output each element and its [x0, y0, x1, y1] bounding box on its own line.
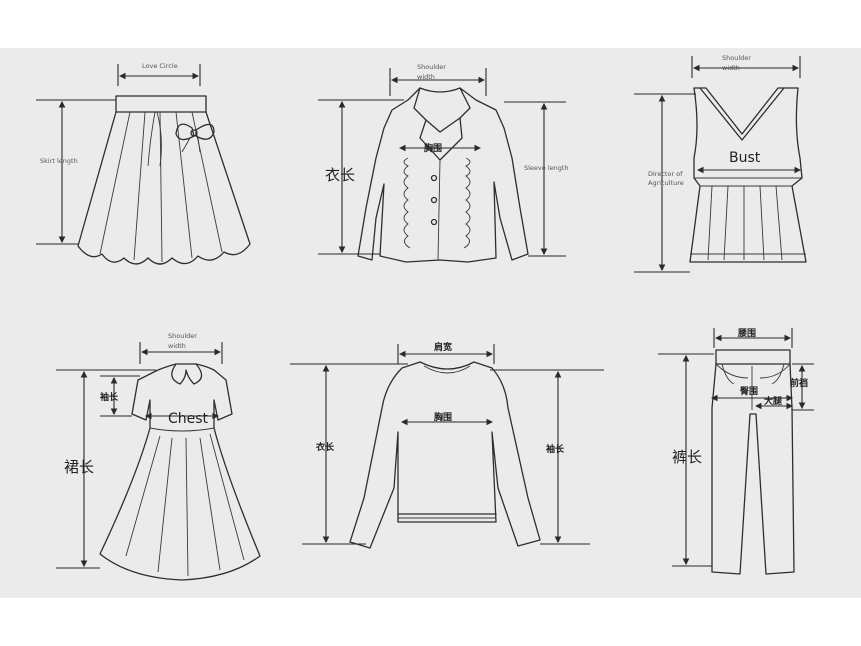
- dress-chest-label: Chest: [168, 411, 209, 427]
- skirt-length-dimension: Skirt length: [36, 99, 116, 245]
- dress-sleeve-dimension: 袖长: [99, 375, 140, 417]
- vest-shoulder-label-1: Shoulder: [722, 54, 751, 62]
- jacket-shoulder-label-2: width: [417, 73, 435, 81]
- dress-sleeve-label: 袖长: [99, 391, 119, 403]
- pants-illustration: [711, 349, 795, 575]
- jacket-chest-dimension: 胸围: [398, 142, 482, 154]
- sweater-sleeve-label: 袖长: [545, 443, 565, 455]
- vest-length-label-2: Agriculture: [648, 179, 684, 187]
- jacket-length-dimension: 衣长: [318, 99, 404, 255]
- sweater-chest-label: 胸围: [434, 411, 452, 423]
- dress-illustration: [99, 363, 261, 581]
- skirt-waist-dimension: Love Circle: [117, 62, 201, 86]
- jacket-length-label: 衣长: [325, 166, 355, 184]
- sweater-shoulder-label: 肩宽: [433, 341, 452, 353]
- vest-bust-label: Bust: [729, 150, 761, 166]
- pants-front-rise-dimension: 前裆: [790, 363, 814, 411]
- pants-length-dimension: 裤长: [658, 353, 714, 567]
- vest-length-dimension: Director of Agriculture: [634, 93, 696, 273]
- pants-hip-label: 臀围: [740, 386, 758, 397]
- sweater-length-label: 衣长: [316, 441, 335, 453]
- vest-shoulder-label-2: width: [722, 64, 740, 72]
- vest-shoulder-dimension: Shoulder width: [691, 54, 801, 78]
- pants-waist-label: 腰围: [737, 328, 756, 339]
- dress-shoulder-label-2: width: [168, 342, 186, 350]
- skirt-waist-label: Love Circle: [142, 62, 178, 70]
- pants-waist-dimension: 腰围: [713, 328, 793, 348]
- skirt-length-label: Skirt length: [40, 157, 78, 165]
- jacket-illustration: [357, 87, 529, 263]
- skirt-illustration: [77, 95, 251, 265]
- sweater-sleeve-dimension: 袖长: [490, 369, 604, 545]
- pants-length-label: 裤长: [672, 448, 702, 466]
- vest-bust-dimension: Bust: [696, 150, 802, 174]
- pants-front-rise-label: 前裆: [790, 377, 808, 389]
- jacket-shoulder-label-1: Shoulder: [417, 63, 446, 71]
- dress-shoulder-dimension: Shoulder width: [139, 332, 223, 364]
- sweater-chest-dimension: 胸围: [400, 411, 494, 426]
- sweater-length-dimension: 衣长: [290, 363, 408, 545]
- size-chart-panel: Love Circle Skirt length Shoulder width …: [0, 48, 861, 598]
- dress-shoulder-label-1: Shoulder: [168, 332, 197, 340]
- pants-thigh-label: 大腿: [764, 395, 783, 407]
- dress-chest-dimension: Chest: [144, 411, 220, 427]
- sweater-shoulder-dimension: 肩宽: [397, 341, 495, 364]
- pants-thigh-dimension: 大腿: [754, 395, 794, 410]
- sweater-illustration: [349, 361, 541, 549]
- dress-length-label: 裙长: [64, 458, 94, 476]
- jacket-shoulder-dimension: Shoulder width: [389, 63, 487, 96]
- vest-illustration: [689, 87, 807, 263]
- vest-length-label-1: Director of: [648, 170, 683, 178]
- jacket-sleeve-dimension: Sleeve length: [504, 101, 569, 257]
- jacket-chest-label: 胸围: [424, 142, 442, 154]
- pants-hip-dimension: 臀围: [710, 386, 794, 402]
- dress-length-dimension: 裙长: [56, 369, 156, 569]
- jacket-sleeve-label: Sleeve length: [524, 164, 569, 172]
- size-chart-diagram: Love Circle Skirt length Shoulder width …: [36, 54, 814, 581]
